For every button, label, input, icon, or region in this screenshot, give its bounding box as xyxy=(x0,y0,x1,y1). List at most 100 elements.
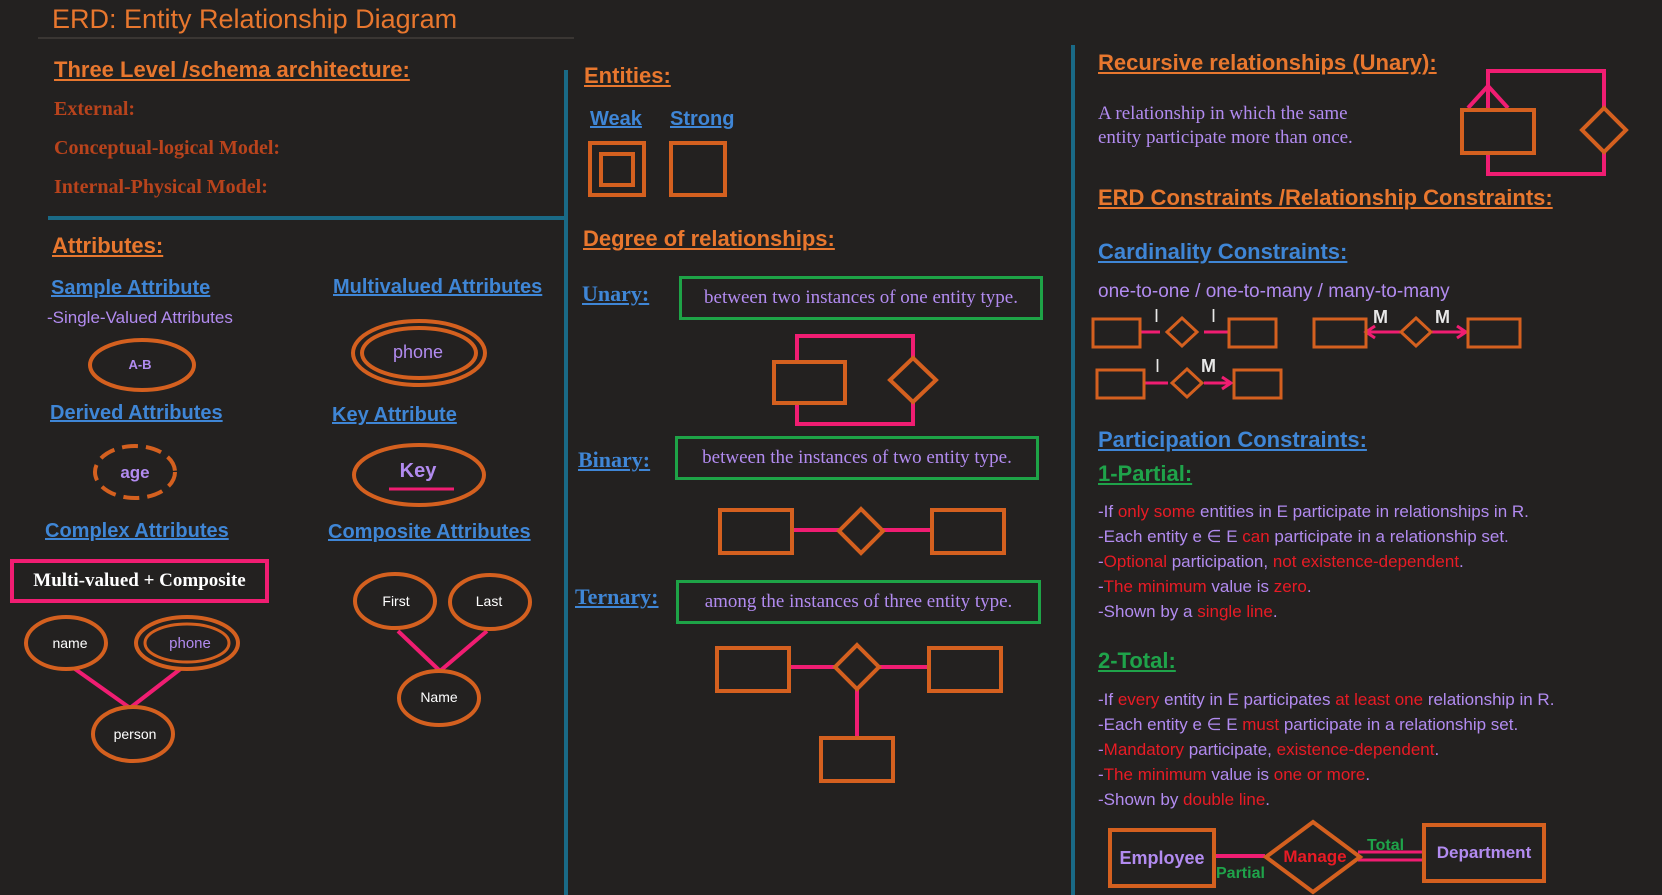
binary-relationship-diamond xyxy=(836,506,886,556)
partial-segment: participate in a relationship set. xyxy=(1269,527,1509,546)
binary-definition-box: between the instances of two entity type… xyxy=(675,436,1039,480)
attributes-heading: Attributes: xyxy=(52,233,164,258)
ternary-entity-left xyxy=(715,646,791,693)
partial-constraint-list: -If only some entities in E participate … xyxy=(1098,499,1529,624)
department-entity xyxy=(1422,823,1546,883)
constraints-heading: ERD Constraints /Relationship Constraint… xyxy=(1098,185,1553,210)
composite-first-ellipse xyxy=(353,572,437,630)
total-segment: . xyxy=(1365,765,1371,784)
ternary-relationship-diamond xyxy=(832,642,882,692)
many-to-many-mark-right: M xyxy=(1435,307,1450,327)
unary-relationship-diamond xyxy=(887,355,939,405)
recursive-arrow-head xyxy=(1466,83,1510,110)
total-segment: - xyxy=(1098,740,1104,759)
many-to-many-diamond xyxy=(1398,315,1434,349)
employee-entity xyxy=(1108,828,1216,888)
total-segment: relationship in R. xyxy=(1423,690,1555,709)
composite-link-last xyxy=(438,629,489,673)
one-to-one-diamond xyxy=(1164,315,1200,349)
complex-phone-outer-ellipse xyxy=(134,615,240,671)
total-segment: -Shown by xyxy=(1098,790,1184,809)
composite-first-text: First xyxy=(382,593,409,609)
unary-label: Unary: xyxy=(582,281,650,306)
complex-phone-inner-ellipse xyxy=(143,622,231,664)
manage-label: Manage xyxy=(1283,847,1346,866)
total-segment: -Each entity e ∈ E xyxy=(1098,715,1243,734)
ternary-entity-bottom xyxy=(819,736,895,783)
cardinality-types: one-to-one / one-to-many / many-to-many xyxy=(1098,281,1450,302)
strong-entity-label: Strong xyxy=(670,108,735,130)
total-constraint-list: -If every entity in E participates at le… xyxy=(1098,687,1554,812)
manage-relationship-diamond xyxy=(1262,819,1364,895)
ternary-definition: among the instances of three entity type… xyxy=(704,591,1013,612)
total-segment: - xyxy=(1098,765,1104,784)
one-to-many-mark-one: I xyxy=(1155,356,1160,376)
partial-line: -Each entity e ∈ E can participate in a … xyxy=(1098,524,1529,549)
partial-example-label: Partial xyxy=(1216,865,1265,882)
partial-segment: -Each entity e ∈ E xyxy=(1098,527,1243,546)
partial-segment: -If xyxy=(1098,502,1118,521)
cardinality-heading: Cardinality Constraints: xyxy=(1098,239,1348,264)
one-to-one-entity-right xyxy=(1227,317,1278,349)
binary-entity-left xyxy=(718,508,794,555)
composite-name-text: Name xyxy=(420,689,458,705)
composite-link-first xyxy=(396,629,442,673)
total-segment: at least one xyxy=(1335,690,1424,709)
recursive-loop-top xyxy=(1486,69,1606,110)
ternary-label: Ternary: xyxy=(575,584,659,609)
partial-line: -Optional participation, not existence-d… xyxy=(1098,549,1529,574)
binary-definition: between the instances of two entity type… xyxy=(702,447,1012,468)
many-to-many-mark-left: M xyxy=(1373,307,1388,327)
total-segment: The minimum xyxy=(1103,765,1207,784)
total-segment: participate in a relationship set. xyxy=(1279,715,1519,734)
partial-segment: The minimum xyxy=(1103,577,1207,596)
recursive-heading: Recursive relationships (Unary): xyxy=(1098,50,1437,75)
one-to-one-mark-right: I xyxy=(1211,306,1216,326)
total-segment: participate, xyxy=(1184,740,1277,759)
derived-attribute-text: age xyxy=(120,463,149,482)
many-to-many-entity-left xyxy=(1312,317,1368,349)
total-line: -If every entity in E participates at le… xyxy=(1098,687,1554,712)
recursive-line-2: entity participate more than once. xyxy=(1098,127,1353,148)
employee-label: Employee xyxy=(1119,848,1204,868)
complex-person-text: person xyxy=(114,726,157,742)
one-to-many-entity-left xyxy=(1095,368,1146,400)
total-segment: double line xyxy=(1183,790,1266,809)
recursive-loop-bottom xyxy=(1486,150,1606,176)
partial-segment: Optional xyxy=(1103,552,1167,571)
total-segment: . xyxy=(1265,790,1271,809)
partial-segment: . xyxy=(1272,602,1278,621)
complex-name-ellipse xyxy=(24,615,108,671)
partial-segment: single line xyxy=(1197,602,1273,621)
complex-attribute-heading: Complex Attributes xyxy=(45,520,229,542)
one-to-many-entity-right xyxy=(1232,368,1283,400)
composite-name-ellipse xyxy=(397,669,481,727)
complex-link-name xyxy=(66,662,132,710)
sample-attribute-ellipse xyxy=(88,338,196,392)
multivalued-inner-ellipse xyxy=(360,326,478,380)
total-segment: entity in E participates xyxy=(1159,690,1336,709)
participation-heading: Participation Constraints: xyxy=(1098,427,1367,452)
partial-segment: entities in E participate in relationshi… xyxy=(1195,502,1529,521)
partial-segment: . xyxy=(1459,552,1464,571)
conceptual-label: Conceptual-logical Model: xyxy=(54,137,281,159)
key-attribute-ellipse xyxy=(352,443,486,507)
partial-segment: value is xyxy=(1206,577,1274,596)
many-to-many-arrow-right xyxy=(1456,324,1469,340)
partial-segment: zero xyxy=(1273,577,1307,596)
recursive-relationship-diamond xyxy=(1579,105,1629,155)
composite-attribute-heading: Composite Attributes xyxy=(328,521,531,543)
entities-heading: Entities: xyxy=(584,63,671,88)
partial-line: -The minimum value is zero. xyxy=(1098,574,1529,599)
one-to-many-arrow xyxy=(1221,375,1234,391)
total-example-label: Total xyxy=(1367,837,1404,854)
partial-segment: -Shown by a xyxy=(1098,602,1198,621)
partial-segment: can xyxy=(1242,527,1270,546)
complex-name-text: name xyxy=(52,635,87,651)
weak-entity-inner xyxy=(599,152,635,187)
key-attribute-heading: Key Attribute xyxy=(332,404,457,426)
binary-label: Binary: xyxy=(578,447,651,472)
partial-segment: not existence-dependent xyxy=(1272,552,1460,571)
total-segment: . xyxy=(1434,740,1440,759)
